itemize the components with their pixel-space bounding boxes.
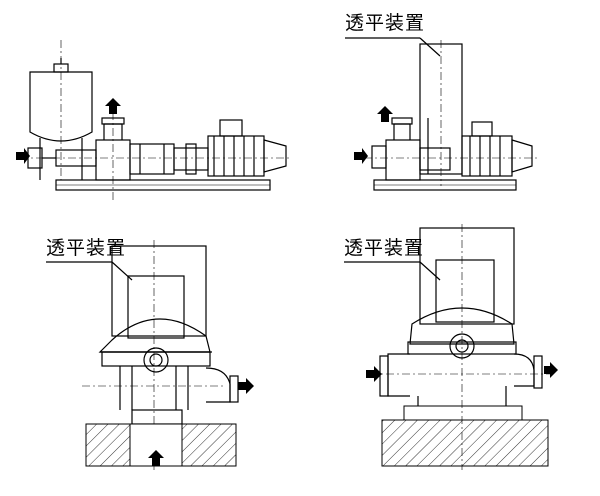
flow-arrow-icon: [105, 98, 121, 114]
pump-unit-bottom-left: [46, 240, 239, 470]
turbine-label-top-right: 透平装置: [345, 12, 426, 34]
foundation-bottom-right: [381, 405, 549, 467]
turbine-label-bottom-right: 透平装置: [344, 237, 425, 259]
flow-arrow-icon: [16, 148, 30, 164]
pump-unit-top-right: [345, 37, 540, 191]
flow-arrow-icon: [148, 450, 164, 466]
flow-arrow-icon: [366, 366, 382, 382]
flow-arrow-icon: [544, 362, 558, 378]
pump-unit-top-left: [20, 40, 292, 200]
foundation-bottom-left: [85, 423, 237, 467]
turbine-label-bottom-left: 透平装置: [46, 237, 127, 259]
flow-arrow-icon: [354, 148, 368, 164]
flow-arrow-icon: [377, 106, 393, 122]
flow-arrow-icon: [238, 378, 254, 394]
